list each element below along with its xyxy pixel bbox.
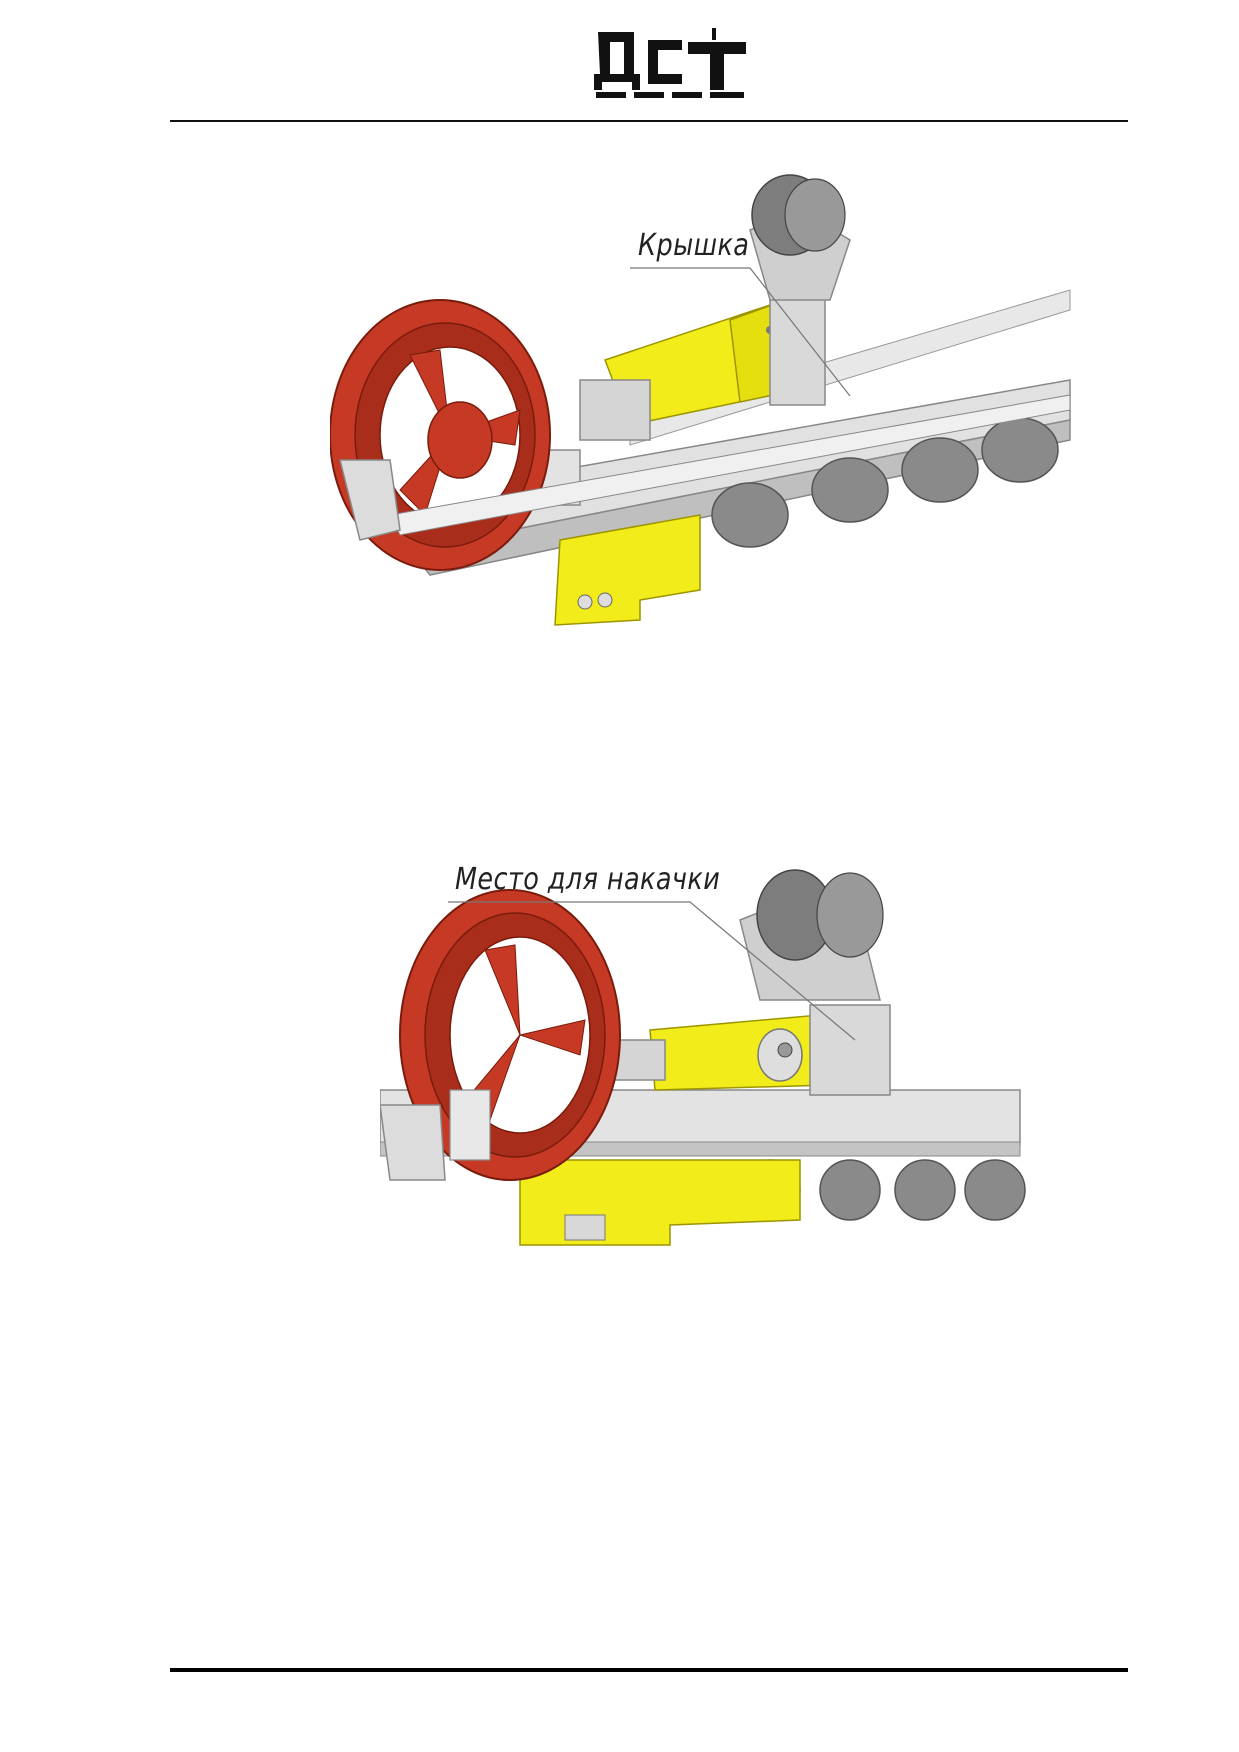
header-divider (170, 120, 1128, 122)
mechanism-illustration-1 (329, 174, 1071, 626)
company-logo (590, 28, 750, 100)
leader-line-inflation-point (448, 901, 856, 1041)
callout-label-inflation-point: Место для накачки (455, 862, 721, 897)
footer-divider (170, 1668, 1128, 1672)
figure-cover-view (329, 170, 1090, 670)
leader-line-cover (630, 267, 851, 397)
dst-ural-logo-icon (594, 28, 746, 98)
callout-label-cover: Крышка (638, 228, 750, 263)
figure-inflation-view (379, 850, 1040, 1250)
mechanism-illustration-2 (379, 869, 1026, 1246)
